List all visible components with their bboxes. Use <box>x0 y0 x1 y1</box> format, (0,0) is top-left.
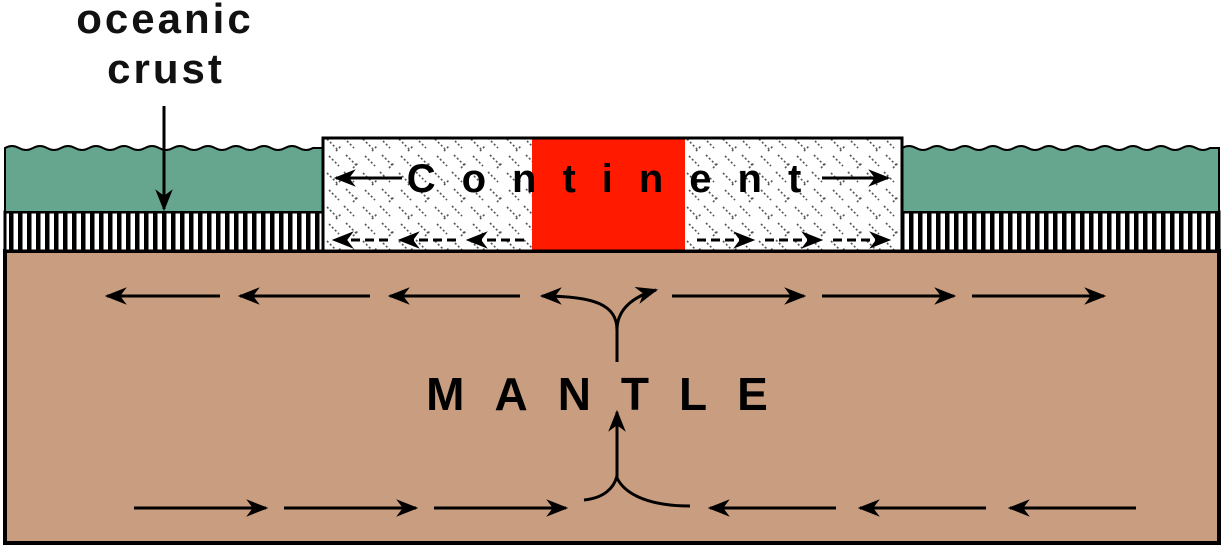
oceanic-crust-right <box>900 210 1221 253</box>
ocean-right <box>901 145 1220 213</box>
oceanic-crust-label-line1: oceanic <box>76 0 253 42</box>
oceanic-crust-label-line2: crust <box>107 45 225 92</box>
mantle-label: MANTLE <box>426 368 798 420</box>
continent-label: Continent <box>407 157 828 201</box>
mantle-layer <box>3 249 1221 545</box>
oceanic-crust-left <box>3 210 325 253</box>
upwelling-convection-arrows <box>539 286 691 508</box>
rift-zone <box>532 139 685 250</box>
